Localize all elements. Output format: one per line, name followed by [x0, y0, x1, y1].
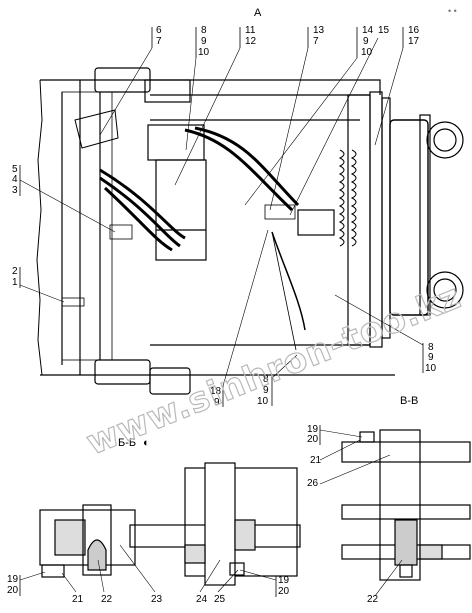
svg-text:21: 21 [72, 594, 84, 605]
callout-2-1: 2 1 [12, 266, 65, 303]
svg-text:9: 9 [263, 385, 269, 396]
svg-text:2: 2 [12, 266, 18, 277]
svg-text:18: 18 [210, 386, 222, 397]
svg-text:9: 9 [201, 36, 207, 47]
callout-16-17: 16 17 [374, 25, 420, 146]
svg-text:24: 24 [196, 594, 208, 605]
svg-text:10: 10 [257, 396, 269, 407]
svg-text:19: 19 [7, 574, 19, 585]
svg-text:21: 21 [310, 455, 322, 466]
left-callouts: 5 4 3 2 1 [12, 164, 116, 303]
svg-text:9: 9 [428, 352, 434, 363]
svg-text:10: 10 [425, 363, 437, 374]
svg-text:20: 20 [307, 434, 319, 445]
callout-right-8-9-10: 8 9 10 [334, 294, 437, 374]
svg-text:7: 7 [156, 36, 162, 47]
corner-tag: • • [448, 6, 457, 16]
callout-8-9-10: 8 9 10 [185, 25, 210, 151]
svg-text:19: 19 [278, 575, 290, 586]
svg-text:10: 10 [361, 47, 373, 58]
section-vv-drawing [341, 429, 471, 581]
svg-text:8: 8 [263, 374, 269, 385]
watermark: www.sinhron-too.kz [80, 276, 467, 464]
section-vv-title: В-В [400, 395, 418, 407]
view-a-title: А [254, 7, 262, 19]
callout-13-7: 13 7 [269, 25, 325, 211]
callout-15: 15 [289, 25, 390, 216]
main-view-outline [36, 67, 464, 395]
svg-text:8: 8 [201, 25, 207, 36]
bottom-callouts: 18 9 8 9 10 [210, 229, 298, 408]
svg-text:25: 25 [214, 594, 226, 605]
svg-text:Б-Б: Б-Б [118, 437, 136, 449]
svg-text:11: 11 [245, 25, 256, 36]
svg-text:15: 15 [378, 25, 390, 36]
svg-text:4: 4 [12, 174, 18, 185]
svg-text:19: 19 [307, 424, 319, 435]
svg-text:17: 17 [408, 36, 420, 47]
svg-text:20: 20 [7, 585, 19, 596]
svg-text:22: 22 [101, 594, 113, 605]
svg-text:23: 23 [151, 594, 163, 605]
svg-text:22: 22 [367, 594, 379, 605]
svg-text:14: 14 [362, 25, 374, 36]
svg-text:9: 9 [363, 36, 369, 47]
callout-6-7: 6 7 [99, 25, 162, 136]
svg-text:6: 6 [156, 25, 162, 36]
svg-text:26: 26 [307, 478, 319, 489]
callout-5-4-3: 5 4 3 [12, 164, 116, 233]
top-callouts: 6 7 8 9 10 11 12 13 7 14 9 10 [99, 25, 420, 216]
svg-text:◐: ◐ [143, 437, 150, 449]
svg-text:16: 16 [408, 25, 420, 36]
callout-11-12: 11 12 [174, 25, 257, 186]
section-vv-callouts: 19 20 21 26 22 [307, 424, 403, 605]
section-bb-title: Б-Б ◐ [118, 437, 150, 449]
svg-text:12: 12 [245, 36, 257, 47]
svg-text:5: 5 [12, 164, 18, 175]
svg-text:1: 1 [12, 277, 18, 288]
svg-text:9: 9 [214, 397, 220, 408]
callout-8-9-10-bottom: 8 9 10 [257, 354, 298, 407]
callout-18-9: 18 9 [210, 229, 269, 408]
section-bb-drawing [39, 462, 301, 586]
svg-text:13: 13 [313, 25, 325, 36]
svg-text:10: 10 [198, 47, 210, 58]
svg-text:7: 7 [313, 36, 319, 47]
section-bb-callouts: 19 20 19 20 21 22 23 24 25 [7, 544, 290, 605]
svg-text:3: 3 [12, 185, 18, 196]
svg-text:www.sinhron-too.kz: www.sinhron-too.kz [81, 276, 467, 463]
svg-text:8: 8 [428, 342, 434, 353]
callout-14-9-10: 14 9 10 [244, 25, 374, 206]
svg-text:20: 20 [278, 586, 290, 597]
